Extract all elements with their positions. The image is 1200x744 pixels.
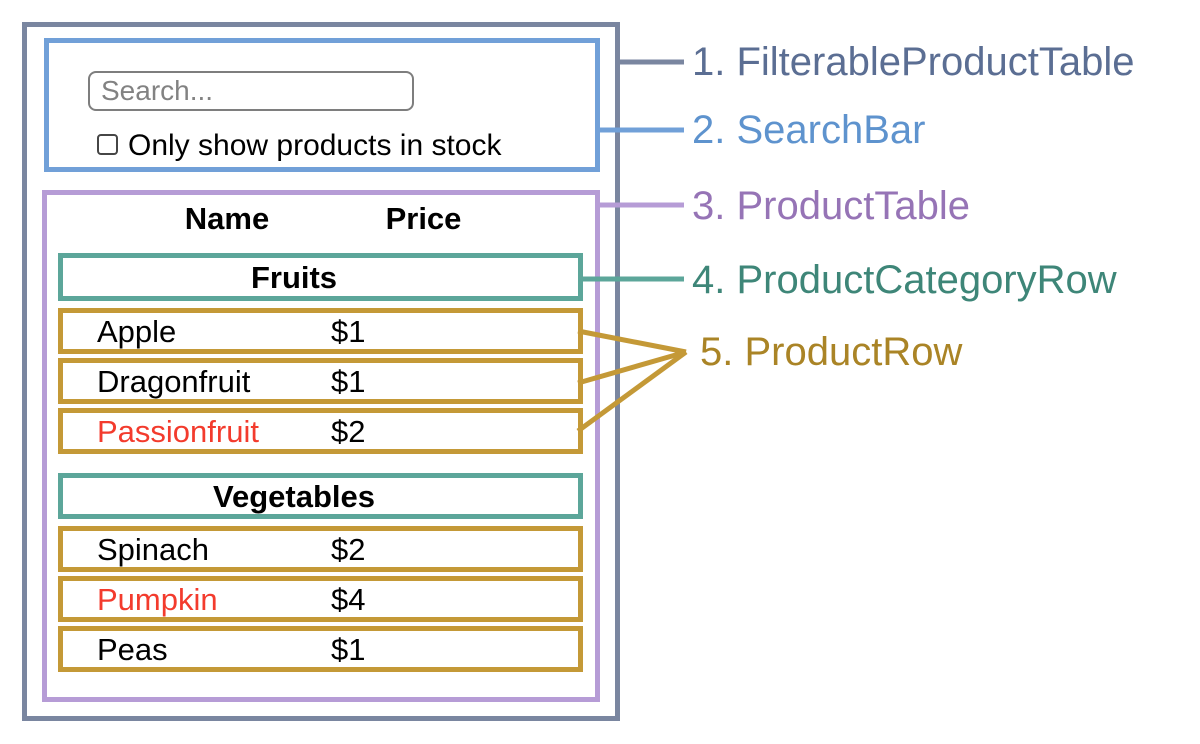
column-header-price: Price	[385, 201, 462, 236]
product-price: $2	[331, 413, 366, 449]
search-input[interactable]	[88, 71, 414, 111]
product-name: Peas	[97, 631, 168, 667]
product-row-dragonfruit: Dragonfruit $1	[58, 358, 583, 404]
category-label: Vegetables	[213, 478, 375, 514]
product-row-pumpkin: Pumpkin $4	[58, 576, 583, 622]
in-stock-checkbox[interactable]	[97, 134, 118, 155]
category-row-fruits: Fruits	[58, 253, 583, 301]
product-name-out-of-stock: Passionfruit	[97, 413, 259, 449]
product-price: $1	[331, 363, 366, 399]
product-name: Spinach	[97, 531, 210, 567]
in-stock-checkbox-label: Only show products in stock	[128, 129, 502, 162]
legend-item-product-table: 3. ProductTable	[692, 184, 970, 228]
column-header-name: Name	[184, 201, 270, 236]
product-row-apple: Apple $1	[58, 308, 583, 354]
product-price: $2	[331, 531, 366, 567]
product-name: Dragonfruit	[97, 363, 251, 399]
legend-item-product-category-row: 4. ProductCategoryRow	[692, 258, 1117, 302]
product-price: $4	[331, 581, 366, 617]
product-name-out-of-stock: Pumpkin	[97, 581, 218, 617]
product-row-peas: Peas $1	[58, 626, 583, 672]
legend-item-search-bar: 2. SearchBar	[692, 108, 926, 152]
product-price: $1	[331, 313, 366, 349]
legend-item-filterable-product-table: 1. FilterableProductTable	[692, 40, 1135, 84]
product-name: Apple	[97, 313, 177, 349]
product-row-passionfruit: Passionfruit $2	[58, 408, 583, 454]
category-row-vegetables: Vegetables	[58, 473, 583, 519]
product-row-spinach: Spinach $2	[58, 526, 583, 572]
category-label: Fruits	[250, 259, 338, 295]
product-price: $1	[331, 631, 366, 667]
legend-item-product-row: 5. ProductRow	[700, 330, 963, 374]
